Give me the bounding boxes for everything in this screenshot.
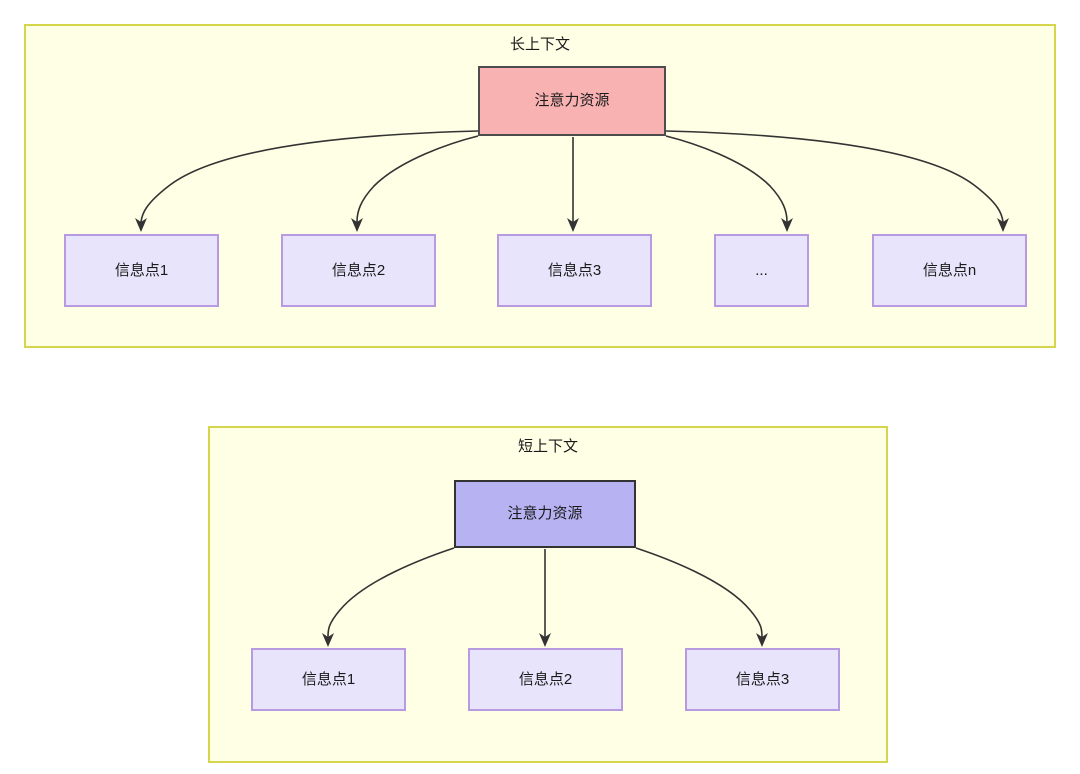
group-short-context-title: 短上下文 (517, 438, 578, 455)
node-short-info-point-3[interactable]: 信息点3 (685, 648, 840, 711)
node-short-info-point-2[interactable]: 信息点2 (468, 648, 623, 711)
node-label: ... (755, 261, 768, 279)
node-long-info-point-ellipsis[interactable]: ... (714, 234, 809, 307)
node-long-info-point-2[interactable]: 信息点2 (281, 234, 436, 307)
node-short-info-point-1[interactable]: 信息点1 (251, 648, 406, 711)
node-label: 信息点3 (735, 670, 790, 688)
node-label: 信息点1 (114, 261, 169, 279)
node-label: 信息点3 (547, 261, 602, 279)
node-label: 注意力资源 (534, 92, 610, 109)
node-long-info-point-1[interactable]: 信息点1 (64, 234, 219, 307)
node-long-attention-resource[interactable]: 注意力资源 (478, 66, 666, 136)
node-label: 信息点2 (331, 261, 386, 279)
node-label: 注意力资源 (507, 505, 583, 522)
node-label: 信息点1 (301, 670, 356, 688)
node-label: 信息点2 (518, 670, 573, 688)
node-long-info-point-3[interactable]: 信息点3 (497, 234, 652, 307)
node-long-info-point-n[interactable]: 信息点n (872, 234, 1027, 307)
node-short-attention-resource[interactable]: 注意力资源 (454, 480, 636, 548)
group-short-context[interactable]: 短上下文 (208, 426, 888, 763)
node-label: 信息点n (922, 261, 977, 279)
group-long-context-title: 长上下文 (509, 36, 570, 53)
